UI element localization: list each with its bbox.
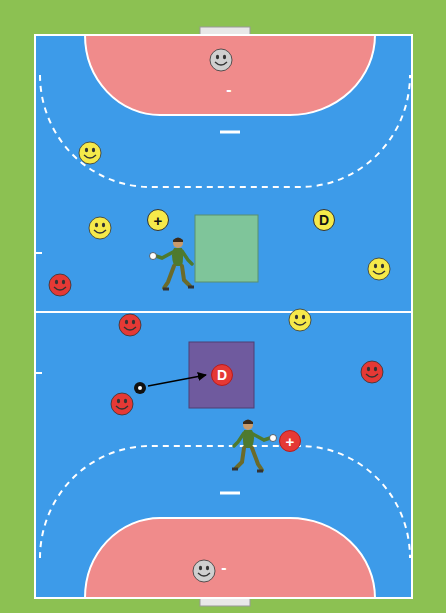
marker-letter: + <box>154 213 163 228</box>
marker-letter: D <box>319 213 329 227</box>
marker-letter: + <box>286 434 295 449</box>
goalkeeper-sign: - <box>226 82 231 98</box>
player-marker: D <box>211 364 233 386</box>
player-marker: + <box>279 430 301 452</box>
marker-letter: D <box>217 368 227 382</box>
player-marker: D <box>313 209 335 231</box>
player-marker: + <box>147 209 169 231</box>
goalkeeper-sign: - <box>221 560 226 576</box>
